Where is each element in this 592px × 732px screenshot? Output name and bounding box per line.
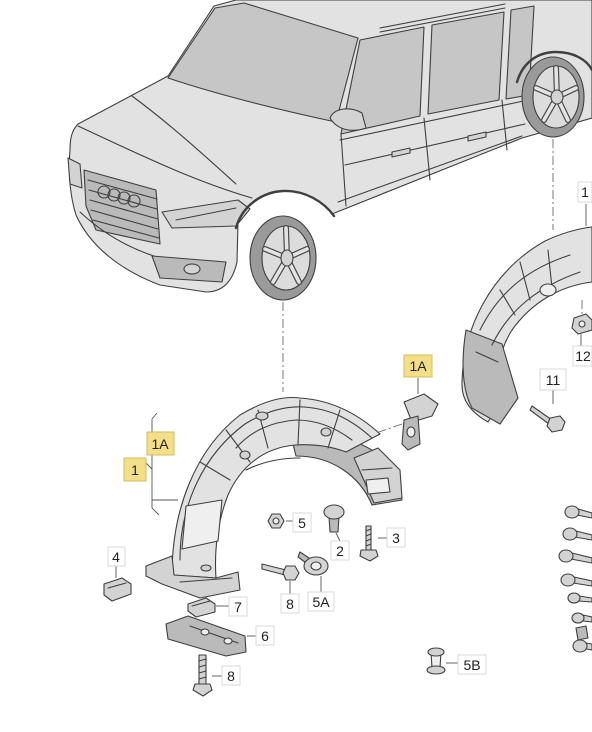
callout-label: 5B [463,657,480,673]
callout-label: 1A [409,358,427,374]
callout-8-bottom: 8 [221,665,241,686]
callout-label: 2 [336,543,344,559]
callout-7: 7 [228,596,248,617]
callout-label: 8 [227,668,235,684]
nut-icon [267,513,285,529]
callout-label: 5A [312,594,330,610]
callout-label: 11 [546,372,561,388]
hood-edge [77,125,253,199]
callout-label: 5 [298,515,306,531]
callout-3: 3 [386,527,406,548]
front-wheel-arch-liner-icon [145,397,403,599]
door-handle-front [391,147,411,158]
clip-icon [103,577,132,602]
callout-label: 1 [131,462,139,478]
liner-opening [181,499,223,550]
windshield [167,2,359,123]
liner-front-flap [145,555,241,599]
belt-line [339,99,529,141]
callout-1a-left: 1A [146,431,175,456]
side-mirror [329,108,367,131]
roof-rail [379,3,506,33]
callout-5a: 5A [307,591,335,612]
screw-icon [261,563,300,581]
fog-light [183,263,201,275]
door-handle-rear [467,131,487,142]
rear-fender-lip [515,50,592,84]
hood-crease [131,95,237,185]
callout-label: 6 [261,628,269,644]
front-wheel-icon [249,215,317,301]
clip-icon [401,393,439,451]
callout-5: 5 [292,512,312,533]
callout-4: 4 [107,546,126,567]
callout-label: 1A [151,436,169,452]
clip-icon [187,597,216,618]
bolt-set-icon [558,505,592,653]
callout-2: 2 [330,540,350,561]
headlight-left [67,157,83,189]
assembly-bracket-line [151,412,160,516]
callout-label: 7 [234,599,242,615]
callout-5b: 5B [457,654,487,675]
front-door-window [340,26,425,135]
push-rivet-icon [297,551,329,576]
callout-12: 12 [572,345,592,367]
nut-icon [571,313,592,335]
callout-1-left: 1 [123,457,147,482]
bracket-icon [165,615,247,657]
rocker-line [337,135,523,203]
pin-icon [426,647,446,675]
rear-door-window [427,11,505,115]
vehicle-illustration [67,0,592,301]
callout-1-top-right: 1 [577,181,592,203]
callout-6: 6 [255,625,275,646]
screw-icon [192,654,213,697]
screw-icon [359,525,379,562]
callout-label: 1 [581,184,589,200]
rear-wheel-arch-liner-icon [461,226,592,425]
liner-rear-flap [353,447,403,504]
callout-11: 11 [539,368,567,391]
body-crease [344,123,526,166]
bolt-clip-icon [323,504,345,533]
callout-label: 4 [112,549,120,565]
callout-8-middle: 8 [280,593,300,614]
front-grille [83,169,161,245]
callout-label: 8 [286,596,294,612]
screw-icon [529,405,566,433]
brand-logo-icon [97,185,111,199]
rear-wheel-icon [521,56,585,138]
callout-1a-upper: 1A [403,354,433,378]
callout-label: 12 [575,348,591,364]
callout-label: 3 [392,530,400,546]
front-fender-lip [234,189,336,230]
